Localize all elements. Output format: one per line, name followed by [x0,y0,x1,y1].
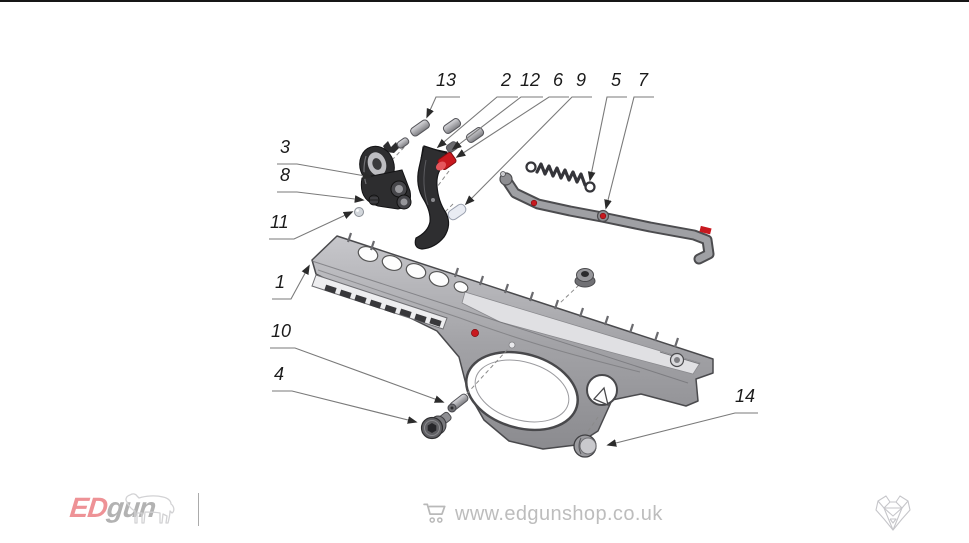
screw-part [420,411,452,440]
end-cap-part [573,434,597,458]
part-label-8: 8 [280,165,291,185]
site-url: www.edgunshop.co.uk [455,503,663,525]
leader-line-7 [604,96,654,210]
leader-line-13 [426,96,460,119]
trigger-blade-part [414,145,450,250]
leader-line-4 [272,390,418,424]
rear-opening [586,352,685,407]
part-label-12: 12 [520,70,541,90]
part-label-3: 3 [280,137,291,157]
spring-part [525,161,596,193]
part-label-6: 6 [553,70,564,90]
receiver-body [311,232,714,450]
picatinny-rail [311,274,448,330]
fox-logo-icon [871,494,915,539]
leader-line-14 [606,412,758,447]
footer-divider [198,493,199,526]
part-label-4: 4 [274,364,285,384]
transfer-lever-part [499,171,715,265]
red-bushing-part [435,151,457,171]
leader-line-10 [270,347,445,403]
leader-line-12 [451,96,543,151]
cart-icon [423,502,449,529]
part-label-1: 1 [275,272,286,292]
leader-line-1 [272,264,310,300]
dog-logo-icon [123,489,177,534]
leader-line-11 [269,211,354,240]
nut-part [368,194,380,206]
part-label-2: 2 [501,70,512,90]
leader-line-5 [587,96,627,182]
leader-line-6 [455,96,569,158]
flange-holes [357,245,469,293]
leader-line-3 [277,163,373,180]
part-label-7: 7 [638,70,649,90]
part-label-10: 10 [271,321,292,341]
receiver-hole-dot [508,341,516,349]
white-roller-part [447,203,467,221]
leader-line-8 [277,191,365,203]
part-label-5: 5 [611,70,622,90]
edgun-logo-ed: ED [68,492,109,523]
leader-line-9 [464,96,592,206]
grommet-part [574,268,596,288]
pin-parts [396,118,485,153]
top-border [0,0,969,2]
receiver-red-dot [471,329,479,337]
part-label-9: 9 [576,70,587,90]
trigger-guard [465,350,579,432]
part-label-11: 11 [270,212,289,232]
ball-part [354,207,364,217]
receiver-top-pins [346,232,680,348]
part-label-13: 13 [436,70,457,90]
leader-line-2 [436,96,518,149]
part-label-14: 14 [735,386,756,406]
guard-pin-part [447,393,469,413]
